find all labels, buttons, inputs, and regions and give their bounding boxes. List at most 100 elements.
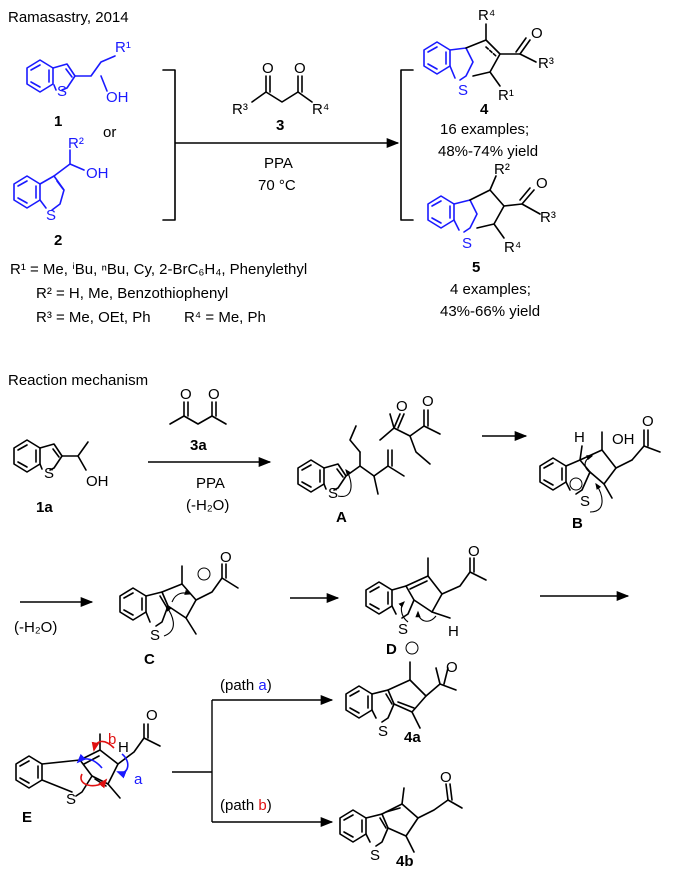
compound-2-structure bbox=[13, 149, 85, 211]
path-b-label: (path b) bbox=[220, 797, 272, 814]
reagent-3-r3: R³ bbox=[232, 101, 248, 118]
compound-1a-label: 1a bbox=[36, 499, 53, 516]
intermediate-E-sulfur: S bbox=[66, 791, 76, 808]
product-5-structure bbox=[427, 175, 541, 239]
branch-lines bbox=[172, 694, 334, 828]
product-4b-o: O bbox=[440, 769, 452, 786]
path-a-curly-arrow-blue bbox=[116, 753, 129, 779]
product-5-examples: 4 examples; bbox=[450, 281, 531, 298]
compound-1-sulfur: S bbox=[57, 83, 67, 100]
compound-2-r2: R² bbox=[68, 135, 84, 152]
intermediate-E-h: H bbox=[118, 739, 129, 756]
product-5-sulfur: S bbox=[462, 235, 472, 252]
product-5-o: O bbox=[536, 175, 548, 192]
product-4a-structure bbox=[345, 661, 457, 729]
product-4-label: 4 bbox=[480, 101, 489, 118]
mech-condition-ppa: PPA bbox=[196, 475, 225, 492]
product-4a-label: 4a bbox=[404, 729, 421, 746]
intermediate-C-sulfur: S bbox=[150, 627, 160, 644]
mech-condition-water: (-H₂O) bbox=[186, 497, 229, 514]
substituent-line-r3r4: R³ = Me, OEt, Ph R⁴ = Me, Ph bbox=[36, 309, 266, 326]
intermediate-D-plus-charge bbox=[405, 641, 419, 655]
product-4-r4: R⁴ bbox=[478, 7, 495, 24]
product-4b-sulfur: S bbox=[370, 847, 380, 864]
intermediate-B-curly-arrow-2 bbox=[584, 455, 594, 475]
product-5-label: 5 bbox=[472, 259, 480, 276]
product-5-yield: 43%-66% yield bbox=[440, 303, 540, 320]
product-4b-label: 4b bbox=[396, 853, 414, 870]
intermediate-D-label: D bbox=[386, 641, 397, 658]
mechanism-title: Reaction mechanism bbox=[8, 372, 148, 389]
intermediate-C-label: C bbox=[144, 651, 155, 668]
product-5-r2: R² bbox=[494, 161, 510, 178]
intermediate-C-structure bbox=[119, 563, 239, 635]
compound-1-oh: OH bbox=[106, 89, 129, 106]
intermediate-B-structure bbox=[539, 429, 661, 499]
arrow-label-b: b bbox=[108, 731, 116, 748]
product-4a-sulfur: S bbox=[378, 723, 388, 740]
intermediate-B-sulfur: S bbox=[580, 493, 590, 510]
compound-1-structure bbox=[26, 55, 116, 93]
path-a-curly-arrow-blue-2 bbox=[76, 753, 103, 769]
intermediate-D-structure bbox=[365, 557, 487, 619]
product-4-r1: R¹ bbox=[498, 87, 514, 104]
product-4b-structure bbox=[339, 783, 463, 853]
compound-1a-sulfur: S bbox=[44, 465, 54, 482]
intermediate-B-curly-arrow bbox=[589, 482, 603, 513]
intermediate-C-plus-charge bbox=[197, 567, 211, 581]
intermediate-A-label: A bbox=[336, 509, 347, 526]
intermediate-C-curly-arrow-2 bbox=[171, 589, 192, 603]
product-4-o: O bbox=[531, 25, 543, 42]
reagent-3-label: 3 bbox=[276, 117, 284, 134]
left-bracket bbox=[162, 69, 176, 221]
arrow-label-a: a bbox=[134, 771, 143, 788]
intermediate-C-curly-arrow bbox=[163, 604, 174, 637]
path-b-curly-arrow-red-2 bbox=[80, 773, 108, 789]
reagent-3-o1: O bbox=[262, 60, 274, 77]
intermediate-B-oh: OH bbox=[612, 431, 635, 448]
intermediate-D-curly-arrow-2 bbox=[398, 601, 409, 623]
intermediate-A-o1: O bbox=[396, 398, 408, 415]
condition-ppa: PPA bbox=[264, 155, 293, 172]
intermediate-D-h: H bbox=[448, 623, 459, 640]
path-a-label: (path a) bbox=[220, 677, 272, 694]
product-4-r3: R³ bbox=[538, 55, 554, 72]
intermediate-D-sulfur: S bbox=[398, 621, 408, 638]
compound-3a-label: 3a bbox=[190, 437, 207, 454]
intermediate-D-o: O bbox=[468, 543, 480, 560]
intermediate-B-h: H bbox=[574, 429, 585, 446]
path-b-curly-arrow-red bbox=[91, 740, 115, 752]
reagent-3-o2: O bbox=[294, 60, 306, 77]
product-4-examples: 16 examples; bbox=[440, 121, 529, 138]
intermediate-B-label: B bbox=[572, 515, 583, 532]
compound-1-label: 1 bbox=[54, 113, 62, 130]
compound-3a-structure bbox=[169, 401, 227, 425]
intermediate-B-plus-charge bbox=[569, 477, 583, 491]
reagent-3-r4: R⁴ bbox=[312, 101, 329, 118]
citation-text: Ramasastry, 2014 bbox=[8, 9, 129, 26]
product-4a-o: O bbox=[446, 659, 458, 676]
intermediate-E-label: E bbox=[22, 809, 32, 826]
product-4-yield: 48%-74% yield bbox=[438, 143, 538, 160]
intermediate-A-curly-arrow bbox=[337, 468, 352, 497]
intermediate-A-acetyls bbox=[379, 409, 441, 465]
substituent-line-r2: R² = H, Me, Benzothiophenyl bbox=[36, 285, 228, 302]
compound-3a-o2: O bbox=[208, 386, 220, 403]
compound-1a-oh: OH bbox=[86, 473, 109, 490]
intermediate-C-o: O bbox=[220, 549, 232, 566]
compound-3a-o1: O bbox=[180, 386, 192, 403]
product-4-sulfur: S bbox=[458, 82, 468, 99]
dehydration-label: (-H₂O) bbox=[14, 619, 57, 636]
compound-2-label: 2 bbox=[54, 232, 62, 249]
compound-2-oh: OH bbox=[86, 165, 109, 182]
condition-temp: 70 °C bbox=[258, 177, 296, 194]
intermediate-A-o2: O bbox=[422, 393, 434, 410]
or-text: or bbox=[103, 124, 116, 141]
compound-2-sulfur: S bbox=[46, 207, 56, 224]
product-4-structure bbox=[423, 23, 537, 87]
intermediate-A-sulfur: S bbox=[328, 485, 338, 502]
product-5-r4: R⁴ bbox=[504, 239, 521, 256]
compound-1-r1: R¹ bbox=[115, 39, 131, 56]
